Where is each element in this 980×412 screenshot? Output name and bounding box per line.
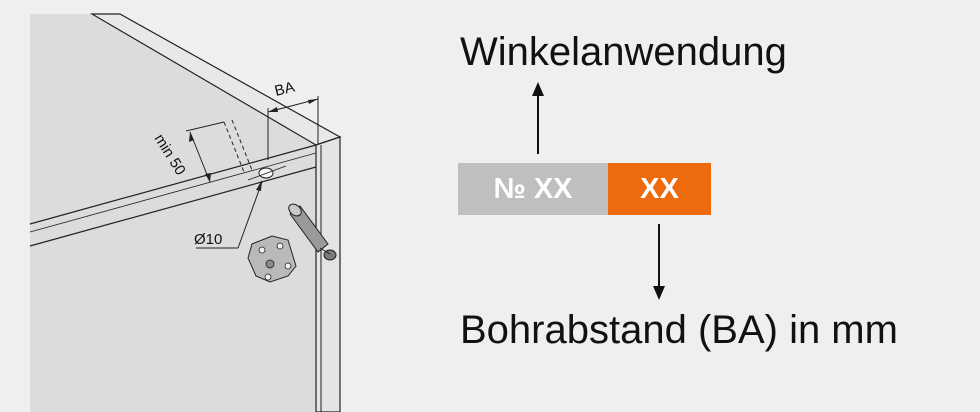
- min50-arrow-bottom: [205, 173, 211, 182]
- min50-dimension-line: [189, 131, 211, 183]
- drill-distance-caption: Bohrabstand (BA) in mm: [460, 308, 898, 352]
- ba-arrow-left: [268, 107, 278, 112]
- label-orange-segment: XX: [608, 163, 711, 215]
- label-right-code: XX: [640, 172, 679, 205]
- application-title: Winkelanwendung: [460, 30, 787, 74]
- arrow-down-head: [653, 286, 665, 300]
- arrow-down-shaft: [658, 224, 660, 286]
- cabinet-side-panel: [30, 14, 316, 412]
- cabinet-drilling-diagram: BA min 50 Ø10: [29, 13, 342, 412]
- diameter-label: Ø10: [194, 231, 222, 248]
- min50-dashed-a: [223, 121, 245, 173]
- article-label: № XX XX: [458, 163, 711, 215]
- min50-dashed-b: [231, 119, 253, 171]
- min50-extension-a: [185, 121, 225, 132]
- diameter-leader-diagonal: [237, 181, 263, 249]
- arrow-up-head: [532, 82, 544, 96]
- ba-label: BA: [273, 79, 297, 100]
- label-left-code: № XX: [493, 172, 573, 205]
- shelf-edge-mid: [29, 152, 317, 233]
- min50-arrow-top: [189, 132, 194, 142]
- ba-arrow-right: [308, 99, 318, 104]
- arrow-up-shaft: [537, 96, 539, 154]
- shelf-edge-bottom: [29, 166, 317, 247]
- hole-centre-line: [247, 165, 287, 181]
- label-grey-segment: № XX: [458, 163, 608, 215]
- hinge-mounting-plate: [247, 235, 297, 283]
- diameter-arrow: [256, 180, 262, 191]
- cabinet-front-edge: [315, 136, 341, 412]
- push-damper: [288, 203, 337, 261]
